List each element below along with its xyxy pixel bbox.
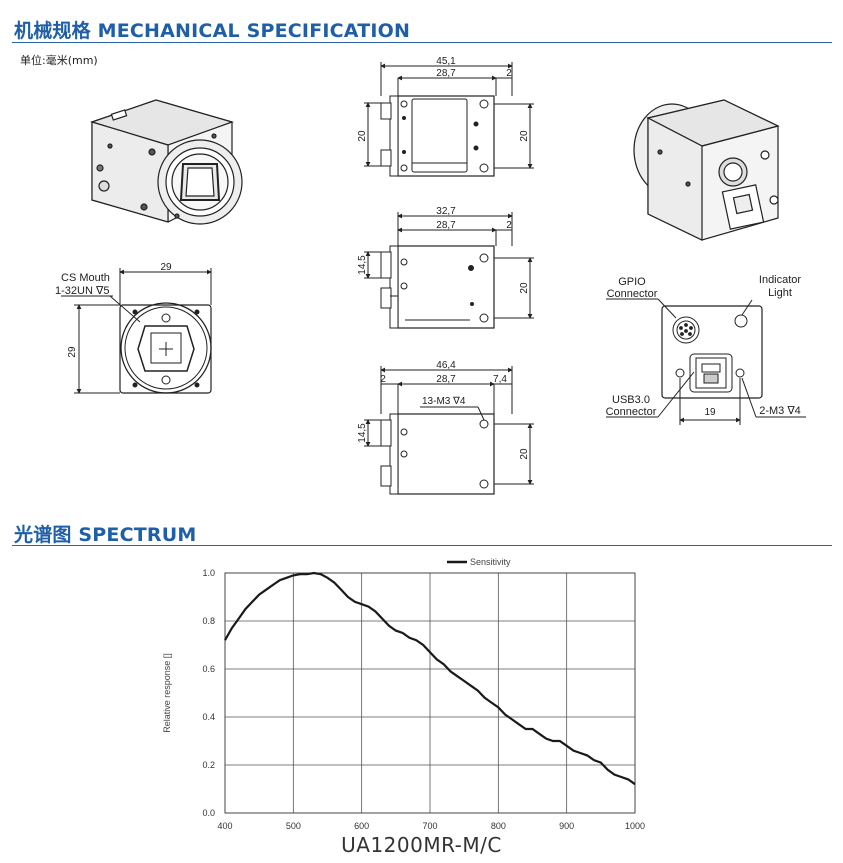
camera-side-view bbox=[364, 212, 534, 329]
rear-width-dim: 19 bbox=[704, 407, 716, 418]
top-total-dim: 45,1 bbox=[436, 56, 456, 67]
bottom-body-dim: 28,7 bbox=[436, 374, 456, 385]
y-tick-label: 0.4 bbox=[202, 712, 215, 722]
x-tick-label: 700 bbox=[422, 821, 437, 830]
y-tick-label: 0.6 bbox=[202, 664, 215, 674]
thread-label: 1-32UN ∇5 bbox=[55, 285, 109, 297]
y-tick-label: 0.2 bbox=[202, 760, 215, 770]
front-width-dim: 29 bbox=[160, 262, 172, 273]
bottom-screw-label: 13-M3 ∇4 bbox=[422, 396, 466, 407]
camera-top-view bbox=[364, 62, 534, 177]
y-tick-label: 0.0 bbox=[202, 808, 215, 818]
chart-grid bbox=[224, 572, 636, 814]
spectrum-chart: 400 500 600 700 800 900 1000 0.0 0.2 0.4 0.6 0.8 1.0… bbox=[162, 557, 645, 830]
top-body-dim: 28,7 bbox=[436, 68, 456, 79]
x-tick-label: 500 bbox=[286, 821, 301, 830]
series-line-sensitivity bbox=[224, 571, 636, 786]
side-body-dim: 28,7 bbox=[436, 220, 456, 231]
indicator-label-1: Indicator bbox=[759, 274, 802, 286]
x-tick-label: 900 bbox=[559, 821, 574, 830]
x-tick-label: 1000 bbox=[625, 821, 645, 830]
bottom-flange-dim: 2 bbox=[380, 374, 386, 385]
section-divider bbox=[12, 545, 832, 546]
top-right-height-dim: 20 bbox=[519, 130, 530, 142]
mechanical-drawings: 29 29 CS Mouth 1-32UN ∇5 45,1 28,7 2 20 … bbox=[55, 56, 806, 495]
x-tick-label: 800 bbox=[491, 821, 506, 830]
gpio-label-1: GPIO bbox=[618, 276, 646, 288]
front-height-dim: 29 bbox=[67, 346, 78, 358]
camera-bottom-view bbox=[364, 366, 534, 495]
legend-label: Sensitivity bbox=[470, 557, 511, 567]
top-left-height-dim: 20 bbox=[357, 130, 368, 142]
bottom-left-height-dim: 14,5 bbox=[357, 423, 368, 443]
section-divider bbox=[12, 42, 832, 43]
side-right-height-dim: 20 bbox=[519, 282, 530, 294]
rear-screw-label: 2-M3 ∇4 bbox=[759, 405, 801, 417]
chart-caption: UA1200MR-M/C bbox=[341, 833, 502, 857]
y-tick-label: 1.0 bbox=[202, 568, 215, 578]
bottom-right-height-dim: 20 bbox=[519, 448, 530, 460]
usb-label-2: Connector bbox=[606, 406, 657, 418]
unit-label: 单位:毫米(mm) bbox=[20, 54, 98, 67]
camera-front-view bbox=[61, 268, 212, 394]
side-left-height-dim: 14,5 bbox=[357, 255, 368, 275]
camera-iso-rear-image bbox=[633, 99, 780, 241]
usb-label-1: USB3.0 bbox=[612, 394, 650, 406]
gpio-label-2: Connector bbox=[607, 288, 658, 300]
x-tick-label: 600 bbox=[354, 821, 369, 830]
mechanical-spec-title: 机械规格 MECHANICAL SPECIFICATION bbox=[14, 20, 411, 42]
spectrum-title: 光谱图 SPECTRUM bbox=[14, 524, 197, 546]
side-flange-dim: 2 bbox=[506, 220, 512, 231]
bottom-connector-dim: 7,4 bbox=[493, 374, 507, 385]
bottom-total-dim: 46,4 bbox=[436, 360, 456, 371]
camera-rear-view bbox=[606, 298, 806, 425]
camera-iso-front-image bbox=[90, 99, 243, 225]
y-tick-label: 0.8 bbox=[202, 616, 215, 626]
indicator-label-2: Light bbox=[768, 287, 792, 299]
side-total-dim: 32,7 bbox=[436, 206, 456, 217]
chart-ticks: 400 500 600 700 800 900 1000 0.0 0.2 0.4 0.6 0.8 1.0 bbox=[202, 568, 645, 830]
top-flange-dim: 2 bbox=[506, 68, 512, 79]
cs-mouth-label: CS Mouth bbox=[61, 272, 110, 284]
plot-frame bbox=[224, 572, 636, 814]
y-axis-label: Relative response [] bbox=[162, 653, 172, 733]
x-tick-label: 400 bbox=[217, 821, 232, 830]
